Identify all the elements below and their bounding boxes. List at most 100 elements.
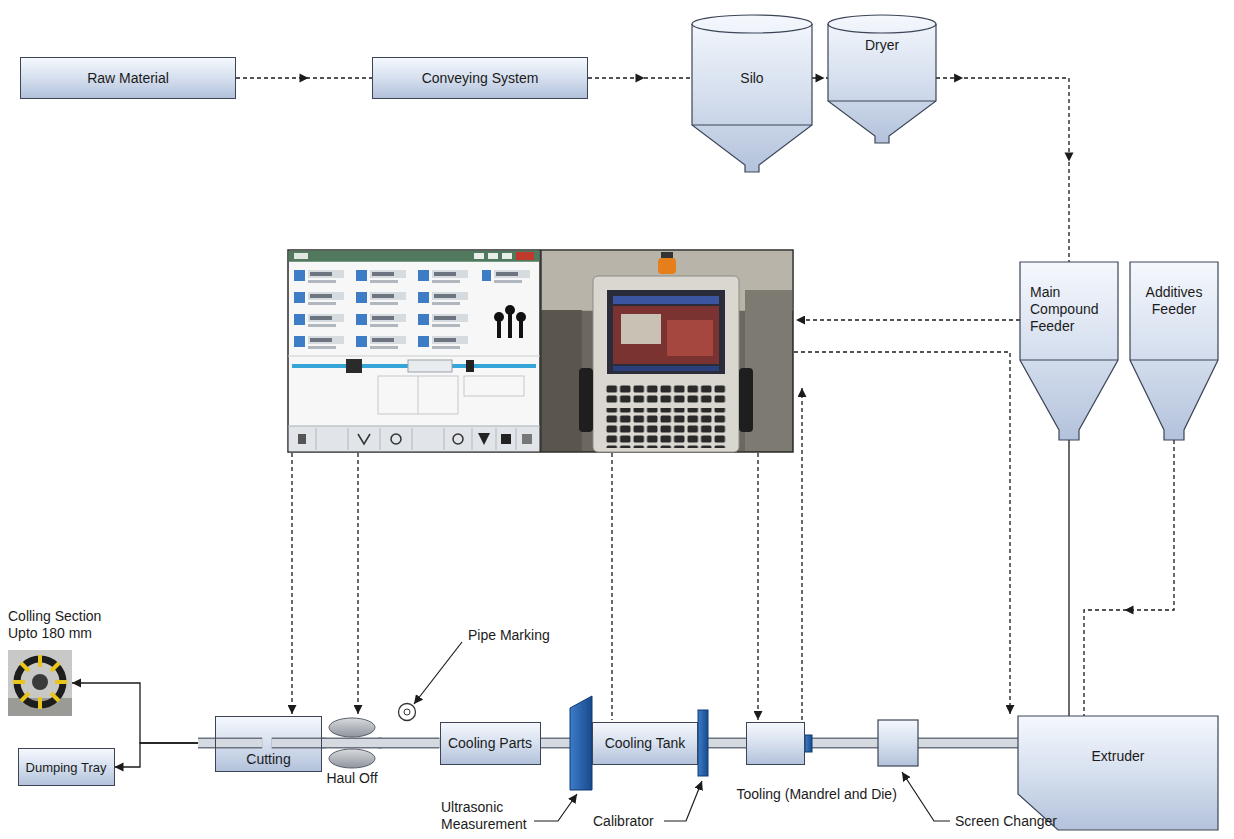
hmi-screenshot: [288, 356, 540, 357]
feeder-hopper-outline: [1130, 359, 1218, 360]
pipe-marker: [399, 704, 416, 721]
arrow-head: [954, 74, 963, 83]
node-label: Tooling (Mandrel and Die): [715, 786, 829, 803]
control-panel-photo: [541, 250, 793, 452]
hmi-screenshot: [391, 434, 401, 444]
control-panel-photo: [542, 310, 582, 451]
hmi-screenshot: [494, 305, 526, 338]
calibrator-ring: [698, 710, 708, 776]
coiler-photo: [8, 650, 72, 716]
hmi-screenshot: [298, 434, 306, 444]
hmi-screenshot: [348, 428, 349, 450]
hmi-screenshot: [508, 314, 512, 338]
hmi-screenshot: [516, 252, 534, 260]
control-panel-photo: [579, 368, 593, 432]
silo-tank-outline: [692, 15, 812, 172]
leader-line: [414, 642, 950, 821]
hmi-screenshot: [288, 250, 540, 452]
node-label: Cutting: [246, 751, 290, 768]
process-box: Raw Material: [20, 57, 236, 99]
haul-off: Haul Off: [326, 716, 378, 766]
node-label: Main Compound Feeder: [1030, 284, 1104, 335]
flow-arrow: [115, 743, 216, 772]
hmi-screenshot: [346, 359, 362, 373]
signal-line: [801, 388, 802, 720]
callout-label: Pipe Marking: [468, 627, 578, 644]
control-panel-photo: [541, 250, 793, 452]
hmi-screenshot: [358, 434, 370, 444]
hmi-screenshot: [474, 253, 484, 259]
control-panel-photo: [613, 296, 719, 304]
hmi-screenshot: [412, 428, 413, 450]
hmi-screenshot: [418, 376, 419, 414]
hmi-screenshot: [516, 312, 526, 322]
coiler-photo: [21, 663, 29, 671]
hmi-screenshot: [519, 321, 523, 338]
die-nozzle: [805, 735, 812, 752]
ultrasonic-sensor: [570, 696, 592, 790]
process-box: Dumping Tray: [18, 748, 115, 786]
control-panel-photo: [613, 366, 719, 371]
node-label: Haul Off: [312, 770, 392, 787]
control-panel-photo: [621, 314, 661, 344]
control-panel-photo: [607, 290, 725, 374]
pipe-segment: [378, 743, 440, 744]
flow-arrow: [72, 679, 215, 744]
pipe-in-cutter: [216, 739, 262, 747]
dryer-tank-outline: [828, 15, 936, 143]
coiler-photo: [21, 693, 29, 701]
signal-line: [796, 319, 1020, 320]
signal-line: [292, 320, 1020, 720]
extruder-body-outline: [1018, 716, 1218, 830]
arrow-head: [816, 74, 825, 83]
haul-off-rollers: [329, 749, 375, 768]
feeder-hopper-outline: [1020, 262, 1118, 440]
pipe-in-cutter: [272, 739, 321, 747]
flow-arrow: [1069, 440, 1070, 716]
hmi-screenshot: [289, 426, 540, 451]
arrow-head: [1065, 153, 1074, 162]
dryer-tank-outline: [828, 15, 936, 143]
control-panel-photo: [667, 320, 713, 356]
signal-line: [611, 453, 612, 720]
arrow-head: [636, 74, 645, 83]
flow-arrow: [1084, 440, 1174, 716]
coiler-photo: [13, 680, 25, 684]
node-label: Dryer: [828, 37, 936, 54]
node-label: Additives Feeder: [1137, 284, 1211, 318]
control-panel-photo: [739, 368, 753, 432]
control-panel-photo: [613, 306, 719, 364]
control-panel-photo: [605, 408, 727, 448]
hmi-screenshot: [501, 434, 511, 444]
hmi-screenshot: [502, 253, 512, 259]
coiler-photo: [38, 697, 42, 709]
hmi-screenshot: [505, 305, 515, 315]
dryer-tank: Dryer: [828, 15, 936, 143]
flow-arrow: [1084, 440, 1174, 716]
flow-arrow: [72, 683, 215, 743]
pipe-stub: [198, 739, 216, 747]
haul-off-rollers: [322, 738, 382, 749]
cutting-unit: Cutting: [215, 716, 322, 772]
extruder-body-outline: [1018, 716, 1218, 830]
coiling-section: Colling Section Upto 180 mm: [8, 650, 72, 716]
node-label: Extruder: [1018, 748, 1218, 765]
coiler-photo: [51, 663, 59, 671]
hmi-screenshot: [316, 428, 317, 450]
feeder-hopper: Additives Feeder: [1130, 262, 1218, 440]
pipe-segment: [378, 738, 440, 749]
node-label: Cooling Tank: [605, 735, 686, 752]
hmi-screenshot: [453, 434, 463, 444]
haul-off-rollers: [329, 718, 375, 737]
arrow-head: [115, 763, 124, 772]
silo-tank-outline: [692, 15, 812, 172]
tooling-box: Tooling (Mandrel and Die): [746, 722, 805, 765]
arrow-head: [1125, 606, 1134, 615]
pipe-stub: [198, 743, 216, 744]
node-label: Cooling Parts: [448, 735, 532, 752]
hmi-screenshot: [516, 428, 517, 450]
coiler-photo: [55, 680, 67, 684]
hmi-screenshot: [497, 321, 501, 338]
signal-line: [291, 453, 292, 714]
